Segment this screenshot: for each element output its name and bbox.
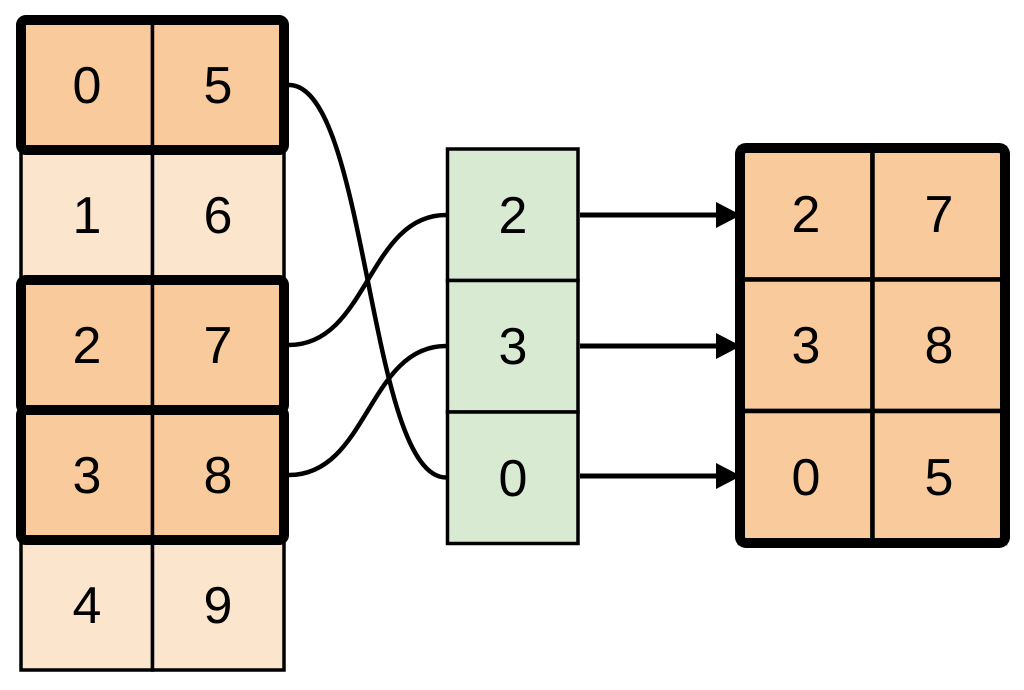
arrowhead-icon — [716, 202, 741, 228]
source-cell-r0-c1-bg — [150, 18, 286, 152]
result-cell-r2-c1-bg — [870, 408, 1008, 546]
result-value-r0-c0: 2 — [792, 186, 821, 244]
arrow-index1-to-result-row1 — [580, 333, 741, 359]
index-to-result-arrows — [580, 202, 741, 489]
curve-source-row2-to-index-pos0 — [286, 212, 449, 348]
source-table-row-1: 1 6 — [19, 148, 286, 282]
result-value-r2-c1: 5 — [925, 449, 954, 507]
curve-source-row3-to-index-pos1 — [286, 343, 449, 478]
source-value-r1-c0: 1 — [73, 187, 102, 245]
source-value-r4-c1: 9 — [204, 577, 233, 635]
source-value-r3-c0: 3 — [73, 447, 102, 505]
result-table-outer-border — [735, 143, 1010, 548]
source-row-3-highlight-border — [16, 405, 289, 545]
source-table: 0 5 1 6 2 7 3 8 4 9 — [16, 15, 289, 672]
source-cell-r3-c1-bg — [150, 408, 286, 542]
source-value-r2-c1: 7 — [204, 317, 233, 375]
source-value-r1-c1: 6 — [204, 187, 233, 245]
result-table-row-2: 0 5 — [737, 408, 1008, 546]
source-cell-r1-c1-bg — [150, 148, 286, 282]
index-value-1: 3 — [499, 318, 528, 376]
result-table-row-1: 3 8 — [737, 277, 1008, 414]
source-cell-r4-c1-bg — [150, 538, 286, 672]
result-value-r2-c0: 0 — [792, 449, 821, 507]
arrowhead-icon — [716, 463, 741, 489]
source-table-row-0: 0 5 — [19, 18, 286, 152]
result-cell-r0-c1-bg — [870, 145, 1008, 282]
index-cell-2-bg — [445, 410, 580, 546]
source-value-r4-c0: 4 — [73, 577, 102, 635]
source-value-r0-c0: 0 — [73, 57, 102, 115]
index-cell-1-bg — [445, 278, 580, 414]
source-table-row-4: 4 9 — [19, 538, 286, 672]
result-table-row-0: 2 7 — [737, 145, 1008, 282]
source-cell-r2-c1-bg — [150, 278, 286, 412]
source-value-r2-c0: 2 — [73, 317, 102, 375]
result-value-r1-c1: 8 — [925, 317, 954, 375]
source-table-row-3: 3 8 — [19, 408, 286, 542]
source-to-index-connectors — [286, 82, 449, 480]
source-row-0-highlight-border — [16, 15, 289, 155]
result-table: 2 7 3 8 0 5 — [735, 143, 1010, 548]
arrowhead-icon — [716, 333, 741, 359]
result-value-r0-c1: 7 — [925, 186, 954, 244]
arrow-index0-to-result-row0 — [580, 202, 741, 228]
arrow-index2-to-result-row2 — [580, 463, 741, 489]
source-table-row-2: 2 7 — [19, 278, 286, 412]
index-value-0: 2 — [499, 187, 528, 245]
result-cell-r1-c1-bg — [870, 277, 1008, 414]
index-cell-0-bg — [445, 147, 580, 283]
result-value-r1-c0: 3 — [792, 317, 821, 375]
source-cell-r4-c0-bg — [19, 538, 155, 672]
index-value-2: 0 — [499, 450, 528, 508]
source-value-r3-c1: 8 — [204, 447, 233, 505]
index-column: 2 3 0 — [445, 147, 580, 546]
source-value-r0-c1: 5 — [204, 57, 233, 115]
